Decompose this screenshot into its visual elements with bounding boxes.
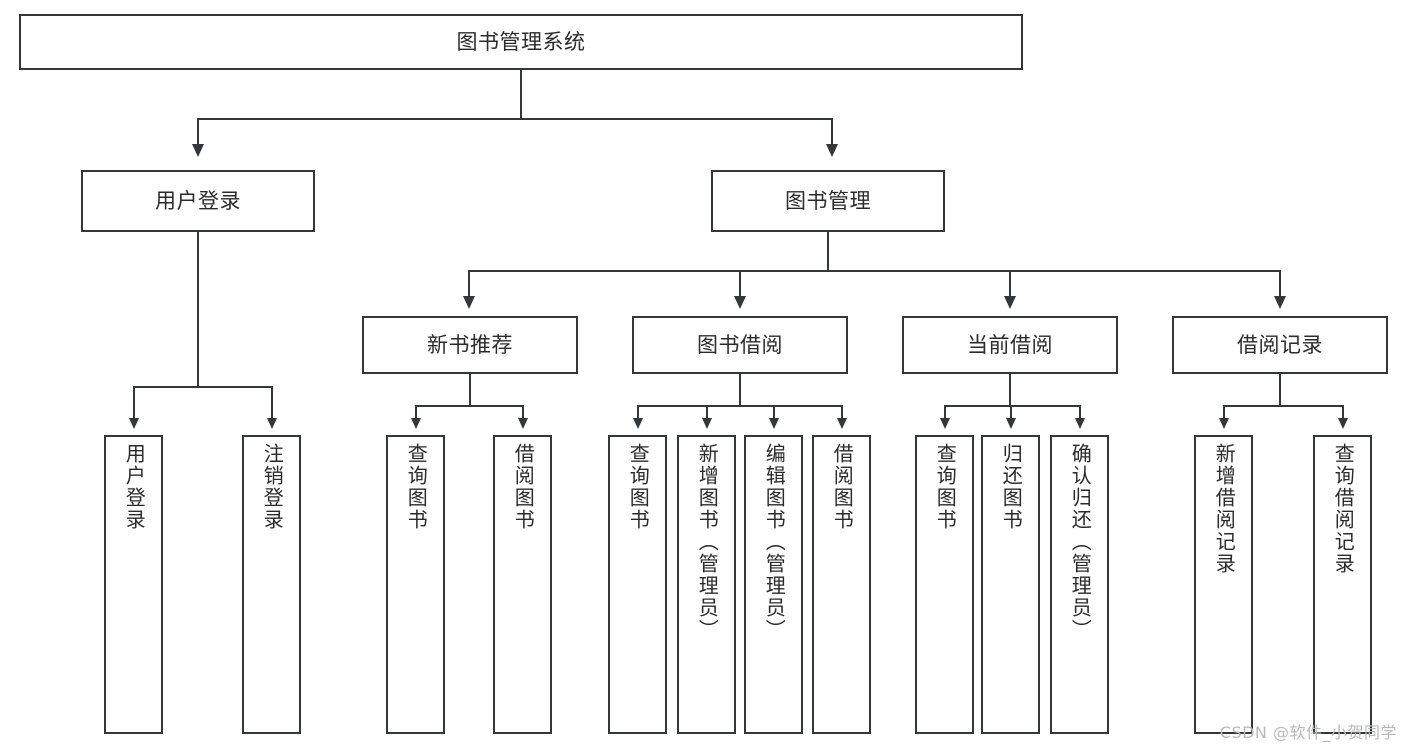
connector-borrow-record-bus (1223, 405, 1344, 407)
connector-drop-return-book-cb (1010, 405, 1012, 420)
connector-drop-book-management (831, 118, 833, 146)
connector-book-management-stem (827, 232, 829, 271)
connector-drop-confirm-return-cb (1079, 405, 1081, 420)
leaf-query-borrow-record[interactable]: 查询借阅记录 (1313, 435, 1372, 734)
node-user-login[interactable]: 用户登录 (81, 170, 315, 232)
connector-drop-query-book-bb (637, 405, 639, 420)
arrow-leaf-logout (267, 418, 277, 429)
arrow-confirm-return-cb (1075, 418, 1085, 429)
node-label: 图书借阅 (697, 332, 783, 357)
connector-drop-query-book-cb (944, 405, 946, 420)
connector-drop-add-record (1223, 405, 1225, 420)
arrow-borrow-book-bb (837, 418, 847, 429)
connector-drop-edit-book-bb (773, 405, 775, 420)
connector-drop-query-record (1342, 405, 1344, 420)
connector-level3-bus (468, 270, 1280, 272)
node-label: 新增图书（管理员） (695, 443, 720, 641)
node-label: 新书推荐 (427, 332, 513, 357)
connector-book-borrow-bus (637, 405, 842, 407)
arrow-book-management (826, 144, 838, 157)
leaf-add-book-admin[interactable]: 新增图书（管理员） (677, 435, 736, 734)
connector-drop-add-book-bb (706, 405, 708, 420)
node-label: 注销登录 (260, 443, 285, 531)
connector-current-borrow-bus (944, 405, 1080, 407)
arrow-query-book-nb (411, 418, 421, 429)
node-label: 确认归还（管理员） (1068, 443, 1093, 641)
connector-root-stem (520, 70, 522, 119)
connector-drop-user-login (197, 118, 199, 146)
connector-drop-new-book (468, 270, 470, 298)
connector-current-borrow-stem (1009, 374, 1011, 406)
node-label: 归还图书 (999, 443, 1024, 531)
leaf-confirm-return-admin[interactable]: 确认归还（管理员） (1050, 435, 1109, 734)
connector-drop-leaf-user-login (133, 386, 135, 420)
node-root-book-management-system[interactable]: 图书管理系统 (19, 14, 1023, 70)
connector-drop-current-borrow (1009, 270, 1011, 298)
node-book-management[interactable]: 图书管理 (711, 170, 945, 232)
node-label: 编辑图书（管理员） (762, 443, 787, 641)
arrow-user-login (192, 144, 204, 157)
arrow-add-book-bb (702, 418, 712, 429)
leaf-add-borrow-record[interactable]: 新增借阅记录 (1194, 435, 1253, 734)
node-borrowing-record[interactable]: 借阅记录 (1172, 316, 1388, 374)
connector-new-book-stem (469, 374, 471, 406)
arrow-edit-book-bb (769, 418, 779, 429)
node-current-borrowing[interactable]: 当前借阅 (902, 316, 1118, 374)
node-label: 当前借阅 (967, 332, 1053, 357)
connector-level2-bus (197, 118, 832, 120)
connector-drop-borrow-book-nb (522, 405, 524, 420)
node-new-book-recommendation[interactable]: 新书推荐 (362, 316, 578, 374)
arrow-leaf-user-login (129, 418, 139, 429)
arrow-return-book-cb (1006, 418, 1016, 429)
node-label: 用户登录 (155, 188, 241, 213)
connector-drop-book-borrow (739, 270, 741, 298)
connector-user-login-bus (133, 386, 272, 388)
leaf-borrow-book-new[interactable]: 借阅图书 (493, 435, 552, 734)
leaf-query-book-current[interactable]: 查询图书 (915, 435, 974, 734)
leaf-user-login[interactable]: 用户登录 (104, 435, 163, 734)
arrow-query-book-cb (940, 418, 950, 429)
connector-borrow-record-stem (1279, 374, 1281, 406)
arrow-current-borrow (1004, 296, 1016, 309)
connector-drop-borrow-book-bb (841, 405, 843, 420)
leaf-query-book-borrow[interactable]: 查询图书 (608, 435, 667, 734)
arrow-book-borrow (734, 296, 746, 309)
node-label: 用户登录 (122, 443, 147, 531)
node-label: 查询图书 (626, 443, 651, 531)
node-label: 图书管理系统 (456, 29, 586, 54)
node-label: 查询图书 (404, 443, 429, 531)
node-label: 借阅记录 (1237, 332, 1323, 357)
leaf-logout[interactable]: 注销登录 (242, 435, 301, 734)
leaf-borrow-book[interactable]: 借阅图书 (812, 435, 871, 734)
arrow-add-record (1219, 418, 1229, 429)
connector-drop-leaf-logout (271, 386, 273, 420)
connector-user-login-stem (197, 232, 199, 387)
arrow-borrow-book-nb (518, 418, 528, 429)
arrow-new-book (463, 296, 475, 309)
node-label: 查询借阅记录 (1331, 443, 1356, 575)
leaf-return-book[interactable]: 归还图书 (981, 435, 1040, 734)
arrow-query-book-bb (633, 418, 643, 429)
node-label: 借阅图书 (511, 443, 536, 531)
connector-book-borrow-stem (739, 374, 741, 406)
arrow-query-record (1338, 418, 1348, 429)
connector-drop-borrow-record (1279, 270, 1281, 298)
node-label: 图书管理 (785, 188, 871, 213)
node-book-borrowing[interactable]: 图书借阅 (632, 316, 848, 374)
node-label: 借阅图书 (830, 443, 855, 531)
leaf-edit-book-admin[interactable]: 编辑图书（管理员） (744, 435, 803, 734)
node-label: 新增借阅记录 (1212, 443, 1237, 575)
arrow-borrow-record (1274, 296, 1286, 309)
connector-drop-query-book-nb (415, 405, 417, 420)
leaf-query-book-new[interactable]: 查询图书 (386, 435, 445, 734)
connector-new-book-bus (415, 405, 524, 407)
node-label: 查询图书 (933, 443, 958, 531)
